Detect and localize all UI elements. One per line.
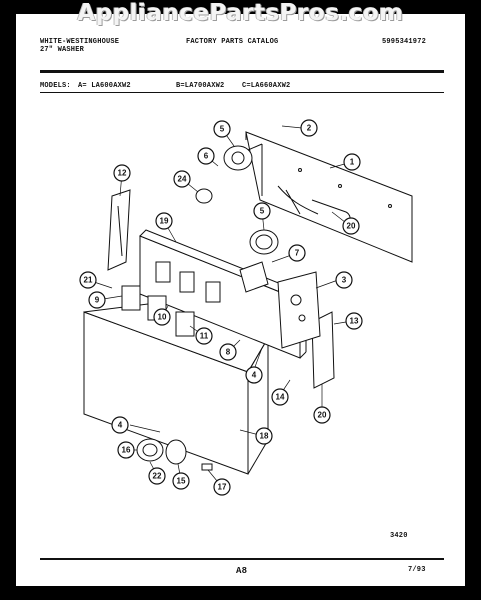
callout-6-circle xyxy=(197,147,215,165)
callout-17: 17 xyxy=(218,483,227,492)
footer-rule xyxy=(40,558,444,560)
callout-8: 8 xyxy=(226,348,231,357)
side-bracket xyxy=(107,189,131,271)
knob-medium xyxy=(165,439,187,465)
callout-20b-circle xyxy=(313,406,331,424)
rear-panel xyxy=(245,131,413,263)
callout-2-circle xyxy=(300,119,318,137)
callout-20a: 20 xyxy=(347,222,356,231)
callout-15-circle xyxy=(172,472,190,490)
knob-small xyxy=(195,188,213,204)
callout-1: 1 xyxy=(350,158,355,167)
callout-10: 10 xyxy=(158,313,167,322)
callout-5a: 5 xyxy=(220,125,225,134)
page-label: A8 xyxy=(236,566,248,576)
callout-5a-circle xyxy=(213,120,231,138)
callout-2: 2 xyxy=(307,124,312,133)
callout-group: 1 2 3 4 4 5 5 6 7 8 9 10 11 12 13 14 15 xyxy=(79,119,363,496)
callout-12: 12 xyxy=(118,169,127,178)
model-c: C=LA660AXW2 xyxy=(242,82,291,90)
pressure-switch xyxy=(239,229,279,293)
header-rule xyxy=(40,70,444,73)
rotary-switches xyxy=(121,261,221,337)
catalog-number: 5995341972 xyxy=(382,38,427,46)
callout-4b-circle xyxy=(245,366,263,384)
callout-4b: 4 xyxy=(252,371,257,380)
callout-11-circle xyxy=(195,327,213,345)
watermark: AppliancePartsPros.com xyxy=(77,0,404,26)
knob-large xyxy=(136,438,164,462)
callout-13: 13 xyxy=(350,317,359,326)
callout-4a: 4 xyxy=(118,421,123,430)
callout-5b-circle xyxy=(253,202,271,220)
callout-12-circle xyxy=(113,164,131,182)
callout-16: 16 xyxy=(122,446,131,455)
footer-date: 7/93 xyxy=(408,566,426,574)
callout-19-circle xyxy=(155,212,173,230)
callout-9-circle xyxy=(88,291,106,309)
callout-15: 15 xyxy=(177,477,186,486)
callout-18: 18 xyxy=(260,432,269,441)
callout-4a-circle xyxy=(111,416,129,434)
callout-24: 24 xyxy=(178,175,187,184)
callout-7-circle xyxy=(288,244,306,262)
callout-21-circle xyxy=(79,271,97,289)
callout-3: 3 xyxy=(342,276,347,285)
callout-7: 7 xyxy=(295,249,300,258)
callout-5b: 5 xyxy=(260,207,265,216)
callout-11: 11 xyxy=(200,332,209,341)
callout-21: 21 xyxy=(84,276,93,285)
callout-10-circle xyxy=(153,308,171,326)
selector-switch xyxy=(223,143,263,171)
model-a: A= LA600AXW2 xyxy=(78,82,131,90)
callout-20b: 20 xyxy=(318,411,327,420)
callout-22-circle xyxy=(148,467,166,485)
callout-14-circle xyxy=(271,388,289,406)
callout-8-circle xyxy=(219,343,237,361)
catalog-title: FACTORY PARTS CATALOG xyxy=(186,38,279,46)
callout-16-circle xyxy=(117,441,135,459)
callout-22: 22 xyxy=(153,472,162,481)
callout-3-circle xyxy=(335,271,353,289)
callout-9: 9 xyxy=(95,296,100,305)
callout-6: 6 xyxy=(204,152,209,161)
models-label: MODELS: xyxy=(40,82,71,90)
callout-1-circle xyxy=(343,153,361,171)
callout-24-circle xyxy=(173,170,191,188)
brand-name: WHITE-WESTINGHOUSE xyxy=(40,38,120,46)
callout-19: 19 xyxy=(160,217,169,226)
clip xyxy=(201,463,213,471)
drawing-number: 3420 xyxy=(390,532,408,540)
product-type: 27" WASHER xyxy=(40,46,85,54)
model-b: B=LA700AXW2 xyxy=(176,82,225,90)
callout-20a-circle xyxy=(342,217,360,235)
callout-17-circle xyxy=(213,478,231,496)
models-rule xyxy=(40,92,444,93)
timer xyxy=(277,271,321,349)
callout-14: 14 xyxy=(276,393,285,402)
callout-18-circle xyxy=(255,427,273,445)
callout-13-circle xyxy=(345,312,363,330)
